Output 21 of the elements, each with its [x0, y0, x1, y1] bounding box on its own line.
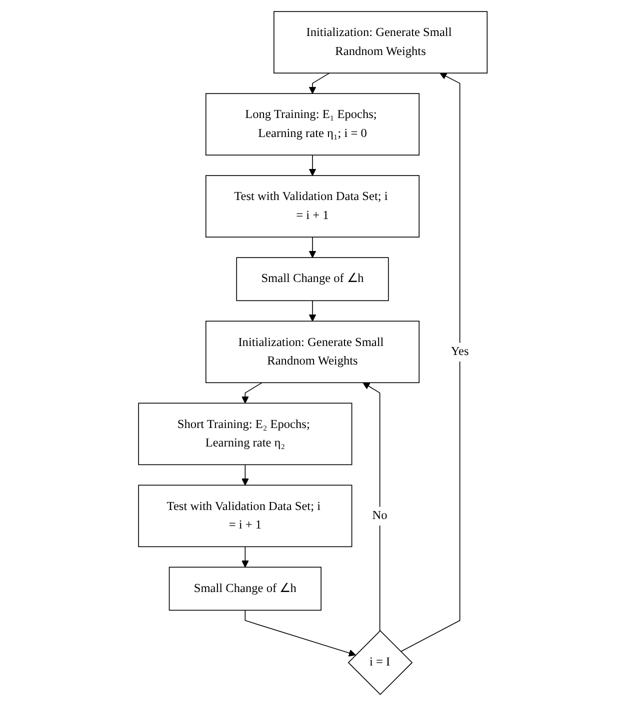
arrow [244, 610, 356, 657]
node-box: Small Change of ∠h [236, 257, 388, 302]
arrow [308, 154, 316, 176]
node-box: Initialization: Generate Small Randnom Weights [205, 320, 420, 384]
arrow [308, 72, 330, 94]
node-box: Long Training: E₁ Epochs; Learning rate η₁; i = 0 [205, 93, 420, 156]
arrow [308, 300, 316, 322]
node-box: Test with Validation Data Set; i = i + 1 [205, 175, 420, 238]
arrow [362, 382, 380, 632]
node-box: Test with Validation Data Set; i = i + 1 [138, 484, 352, 548]
arrow [241, 464, 248, 486]
arrow [241, 546, 248, 568]
arrow [308, 236, 316, 258]
arrow [241, 382, 262, 404]
node-box: Initialization: Generate Small Randnom Weights [273, 11, 488, 74]
edge-label: No [372, 509, 387, 522]
edge-label: Yes [450, 345, 468, 358]
node-diamond: i = I [347, 630, 412, 695]
arrow [400, 72, 460, 652]
node-box: Short Training: E₂ Epochs; Learning rate η₂ [138, 402, 352, 466]
node-box: Small Change of ∠h [168, 566, 322, 611]
